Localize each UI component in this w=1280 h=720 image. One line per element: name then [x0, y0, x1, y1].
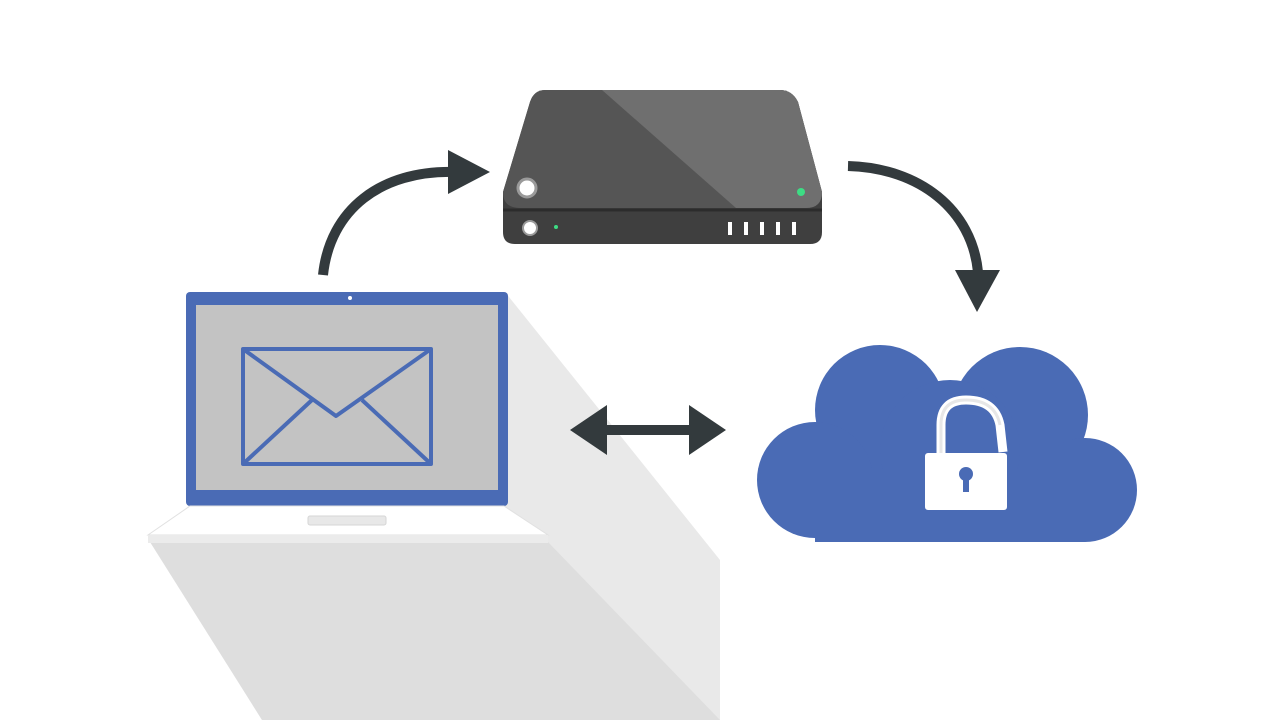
- laptop-camera: [348, 296, 352, 300]
- server-power-button: [516, 177, 538, 199]
- server-box-icon: [503, 90, 822, 244]
- server-front-button: [522, 220, 538, 236]
- arrow-laptop-cloud-bidirectional: [570, 405, 726, 455]
- email-envelope-icon: [241, 347, 433, 466]
- padlock-keyhole: [959, 467, 973, 481]
- laptop-shadow-dark: [150, 542, 720, 720]
- laptop-base-edge: [148, 535, 548, 543]
- cloud-shape: [757, 345, 1137, 542]
- arrow-server-to-cloud: [847, 161, 1000, 312]
- laptop-with-email-icon: [146, 292, 550, 543]
- padlock-unlocked-icon: [925, 395, 1008, 510]
- server-vent-slots: [728, 222, 796, 235]
- arrow-laptop-to-server: [318, 150, 490, 276]
- server-status-led-top: [797, 188, 805, 196]
- laptop-trackpad: [307, 515, 387, 526]
- cloud-unlocked-icon: [757, 345, 1137, 542]
- server-status-led-front: [554, 225, 558, 229]
